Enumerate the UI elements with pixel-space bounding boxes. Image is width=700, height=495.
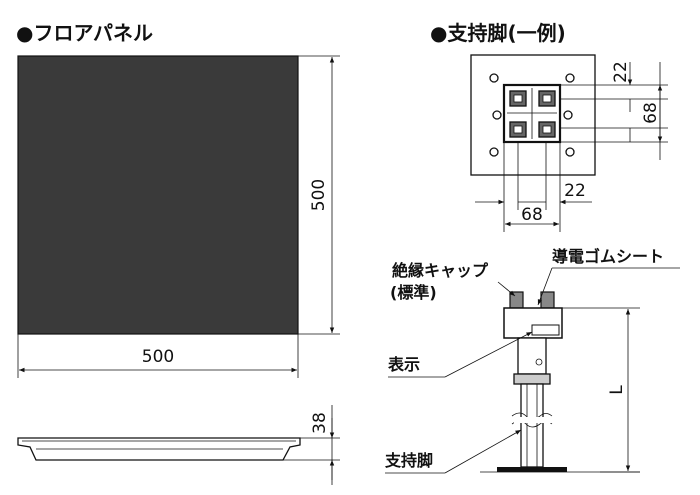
leg-height-label: L xyxy=(607,385,627,395)
plate-span-vertical-label: 68 xyxy=(641,102,661,124)
leg-base-plate xyxy=(497,467,567,472)
floor-panel-top-view: 500 500 xyxy=(17,55,340,378)
insulating-cap-callout-note: (標準) xyxy=(390,283,437,302)
insulating-cap xyxy=(540,291,555,309)
plate-hole xyxy=(489,73,499,83)
insulating-cap-callout: 絶縁キャップ xyxy=(392,261,489,280)
floor-panel-side-view: 38 xyxy=(17,405,340,485)
insulating-cap xyxy=(509,291,524,309)
adjust-nut xyxy=(513,373,551,385)
indicator-label-plate xyxy=(531,324,560,336)
floor-panel-title: ●フロアパネル xyxy=(16,21,153,45)
plate-hole xyxy=(489,147,499,157)
leg-shaft xyxy=(520,383,544,468)
indicator-callout: 表示 xyxy=(387,355,420,374)
support-plate-top-view: 22 68 22 68 xyxy=(470,54,668,232)
support-leg-callout: 支持脚 xyxy=(384,451,433,470)
plate-hole xyxy=(565,73,575,83)
panel-thickness-label: 38 xyxy=(310,412,330,434)
base-plate xyxy=(470,54,596,176)
plate-span-horizontal-label: 68 xyxy=(521,205,543,225)
support-leg-title: ●支持脚(一例) xyxy=(430,21,566,45)
panel-width-label: 500 xyxy=(142,347,174,367)
plate-hole xyxy=(563,110,573,120)
plate-pitch-vertical-label: 22 xyxy=(611,61,631,83)
conductive-rubber-sheet-callout: 導電ゴムシート xyxy=(552,247,664,266)
panel-height-label: 500 xyxy=(309,179,329,211)
insulating-cap-top xyxy=(509,90,556,138)
plate-hole xyxy=(565,147,575,157)
support-leg-side-view: L 絶縁キャップ (標準) 導電ゴムシート 表示 支持脚 xyxy=(384,247,680,474)
floor-panel-face xyxy=(17,55,299,335)
plate-pitch-horizontal-label: 22 xyxy=(564,181,586,201)
plate-hole xyxy=(492,110,502,120)
